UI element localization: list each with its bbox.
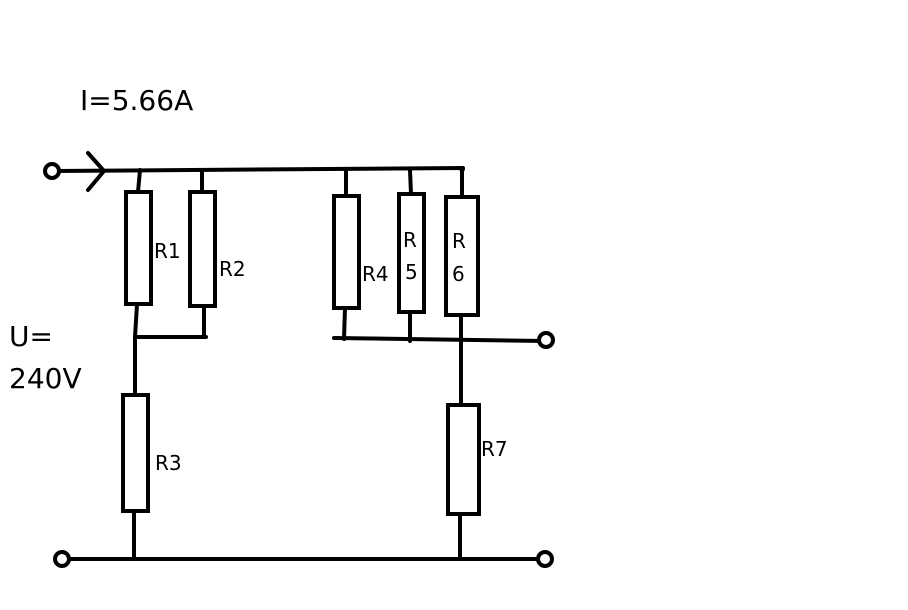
label-r4: R4	[362, 262, 389, 286]
terminal-input-top	[43, 162, 61, 180]
label-r6-line1: R	[452, 229, 466, 253]
resistor-r1	[124, 190, 153, 306]
label-r5-line1: R	[403, 228, 417, 252]
label-r5-line2: 5	[405, 260, 418, 284]
current-label: I=5.66A	[80, 84, 193, 117]
resistor-r4	[332, 194, 361, 310]
voltage-label-line1: U=	[9, 320, 53, 353]
resistor-r5	[397, 192, 426, 314]
terminal-input-bottom	[53, 550, 71, 568]
label-r2: R2	[219, 257, 246, 281]
r4-bottom-lead	[342, 306, 347, 341]
current-arrow	[86, 151, 106, 192]
r4-r6-join-wire	[332, 336, 548, 343]
label-r1: R1	[154, 239, 181, 263]
label-r7: R7	[481, 437, 508, 461]
resistor-r7	[446, 403, 481, 516]
terminal-output-bottom	[536, 550, 554, 568]
label-r6-line2: 6	[452, 262, 465, 286]
r1-bottom-lead	[133, 302, 139, 339]
voltage-label-line2: 240V	[9, 362, 82, 395]
terminal-output-middle	[537, 331, 555, 349]
resistor-r3	[121, 393, 150, 513]
top-bus-wire	[50, 166, 465, 173]
label-r3: R3	[155, 451, 182, 475]
r5-top-lead	[408, 168, 413, 196]
r1-top-lead	[136, 168, 142, 194]
resistor-r2	[188, 190, 217, 308]
resistor-r6	[444, 195, 480, 317]
